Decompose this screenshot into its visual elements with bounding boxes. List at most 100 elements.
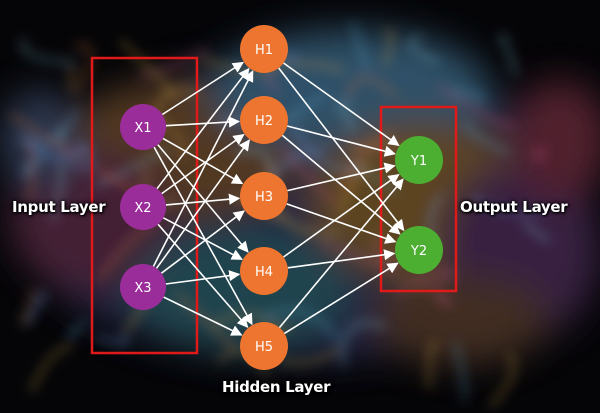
input-node-circle [120, 264, 166, 310]
node-y1: Y1 [395, 136, 443, 184]
node-label: H2 [255, 114, 273, 129]
edge-input-hidden-1-3 [162, 137, 244, 185]
background-fiber [489, 351, 515, 408]
input-nodes: X1 X2 X3 [120, 104, 166, 310]
background-fiber [22, 150, 49, 177]
background-fiber [499, 34, 518, 76]
edge-input-hidden-3-1 [152, 70, 254, 267]
output-nodes: Y1 Y2 [395, 136, 443, 274]
edge-input-hidden-1-2 [165, 116, 241, 128]
hidden-layer-label: Hidden Layer [222, 378, 331, 396]
edge-input-hidden-1-1 [161, 61, 244, 116]
background-fiber [277, 209, 342, 235]
edge-input-hidden-2-1 [156, 67, 250, 190]
hidden-nodes: H1 H2 H3 H4 H5 [240, 25, 288, 370]
hidden-node-circle [240, 172, 288, 220]
edge-input-hidden-1-4 [157, 144, 249, 253]
input-layer-label: Input Layer [12, 198, 106, 216]
background-fiber [68, 318, 88, 339]
background-fiber [94, 335, 129, 346]
background-fiber [276, 347, 341, 365]
node-label: H3 [255, 190, 273, 205]
background-fiber [338, 131, 394, 192]
background-fiber [464, 121, 511, 156]
background-fiber [119, 39, 177, 101]
background-fiber [434, 290, 453, 306]
output-layer-label: Output Layer [460, 198, 568, 216]
background-fiber [521, 220, 551, 243]
edge-hidden-output-2-2 [281, 134, 401, 235]
background-fiber [25, 137, 92, 158]
background-fiber [73, 44, 93, 88]
edge-input-hidden-2-4 [162, 217, 243, 261]
node-x2: X2 [120, 184, 166, 230]
node-x1: X1 [120, 104, 166, 150]
node-h5: H5 [240, 322, 288, 370]
hidden-node-circle [240, 322, 288, 370]
hidden-node-circle [240, 247, 288, 295]
node-h3: H3 [240, 172, 288, 220]
background-fiber [401, 267, 452, 297]
background-fiber [336, 160, 371, 217]
background-fiber [427, 341, 439, 389]
node-label: Y2 [410, 244, 427, 259]
background-fiber [350, 21, 369, 69]
edge-hidden-output-5-2 [283, 262, 399, 335]
background-fiber [94, 147, 169, 188]
node-label: X2 [134, 201, 151, 216]
background-fiber [51, 160, 64, 221]
edge-input-hidden-2-2 [161, 133, 245, 195]
edge-input-hidden-2-5 [157, 223, 249, 328]
edge-hidden-output-3-2 [286, 203, 397, 244]
background-fiber [21, 38, 75, 65]
node-label: H4 [255, 265, 273, 280]
background-fiber [58, 124, 64, 146]
background-fiber [266, 67, 281, 94]
background-fiber [437, 84, 515, 129]
node-x3: X3 [120, 264, 166, 310]
node-label: Y1 [410, 154, 427, 169]
input-node-circle [120, 184, 166, 230]
edge-hidden-output-3-1 [287, 162, 396, 192]
background-fiber [26, 291, 47, 325]
node-label: H1 [255, 43, 273, 58]
background-fiber [10, 112, 80, 158]
background-fiber [29, 344, 74, 393]
edge-input-hidden-3-3 [160, 210, 245, 274]
background-fiber [137, 47, 210, 80]
hidden-node-circle [240, 96, 288, 144]
background-fiber [22, 289, 37, 326]
background-fiber [341, 321, 388, 367]
node-h4: H4 [240, 247, 288, 295]
hidden-node-circle [240, 25, 288, 73]
edge-hidden-output-4-2 [287, 249, 396, 269]
edge-hidden-output-1-2 [278, 67, 405, 232]
background-fiber [174, 291, 236, 351]
background-fiber [260, 309, 340, 343]
edge-input-hidden-3-2 [155, 139, 250, 269]
background-fiber [336, 101, 353, 131]
background-fiber [383, 29, 394, 66]
edge-hidden-output-4-1 [283, 173, 400, 258]
background-fiber [66, 139, 93, 170]
background-fiber [23, 139, 34, 201]
input-layer-frame [90, 56, 199, 355]
output-node-circle [395, 226, 443, 274]
node-label: X1 [134, 121, 151, 136]
output-layer-frame [379, 105, 458, 293]
node-label: X3 [134, 281, 151, 296]
edge-hidden-output-2-1 [286, 125, 396, 157]
connections [152, 61, 405, 336]
node-y2: Y2 [395, 226, 443, 274]
edge-input-hidden-2-3 [165, 193, 241, 206]
background-fiber [346, 76, 397, 100]
edge-hidden-output-5-1 [278, 178, 404, 329]
background-fiber [453, 341, 467, 403]
node-h1: H1 [240, 25, 288, 73]
background-fiber [472, 195, 549, 213]
background-fiber [453, 87, 486, 101]
background-fiber [417, 272, 458, 290]
